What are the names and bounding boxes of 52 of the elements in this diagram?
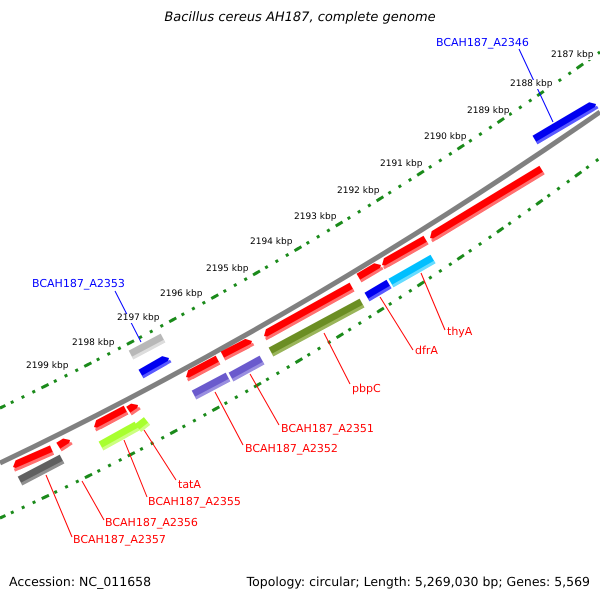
title: Bacillus cereus AH187, complete genome <box>163 11 437 24</box>
gene-bar <box>13 445 54 472</box>
gene-label: BCAH187_A2351 <box>281 423 374 434</box>
gene-label: thyA <box>447 326 472 337</box>
scale-label: 2195 kbp <box>206 265 248 274</box>
gene-label: BCAH187_A2352 <box>245 443 338 454</box>
gene-bar <box>126 404 141 416</box>
gene-label: dfrA <box>415 345 438 356</box>
gene-bar <box>56 438 73 452</box>
scale-label: 2190 kbp <box>424 133 466 142</box>
gene-bar <box>364 280 392 302</box>
scale-label: 2187 kbp <box>551 51 594 60</box>
gene-bar <box>186 356 220 382</box>
leader-line <box>324 332 350 384</box>
leader-line <box>82 480 104 520</box>
footer-text: Accession: NC_011658 <box>9 576 152 588</box>
scale-label: 2194 kbp <box>250 238 292 247</box>
scale-label: 2196 kbp <box>160 290 202 299</box>
leader-line <box>518 48 554 122</box>
leader-line <box>420 272 446 330</box>
scale-label: 2198 kbp <box>72 339 114 348</box>
gene-label: BCAH187_A2356 <box>105 517 198 528</box>
leader-line <box>380 296 414 350</box>
gene-label: BCAH187_A2357 <box>73 534 166 545</box>
gene-label: BCAH187_A2346 <box>436 37 529 48</box>
leader-line <box>124 440 148 498</box>
gene-bar <box>356 263 384 282</box>
gene-bar <box>264 282 354 340</box>
scale-label: 2191 kbp <box>380 160 422 169</box>
leader-line <box>250 374 280 426</box>
footer-text: Topology: circular; Length: 5,269,030 bp; Genes: 5,569 <box>246 576 590 588</box>
scale-label: 2189 kbp <box>467 107 510 116</box>
leader-line <box>144 430 176 480</box>
leader-line <box>214 392 244 446</box>
leader-line <box>46 474 72 538</box>
gene-label: BCAH187_A2355 <box>148 496 241 507</box>
gene-label: BCAH187_A2353 <box>32 278 125 289</box>
scale-label: 2199 kbp <box>26 362 68 371</box>
scale-label: 2193 kbp <box>294 213 336 222</box>
gene-bar <box>128 334 166 360</box>
scale-label: 2197 kbp <box>117 314 160 323</box>
scale-label: 2192 kbp <box>337 187 380 196</box>
gene-bar <box>94 406 128 432</box>
scale-label: 2188 kbp <box>510 80 552 89</box>
gene-bar <box>220 338 254 360</box>
gene-label: tatA <box>178 479 201 490</box>
gene-bar <box>228 356 264 382</box>
gene-label: pbpC <box>352 383 381 394</box>
gene-bar <box>138 356 172 378</box>
gene-bar <box>430 166 545 242</box>
gene-bar <box>532 102 598 144</box>
gene-bar <box>382 236 428 270</box>
